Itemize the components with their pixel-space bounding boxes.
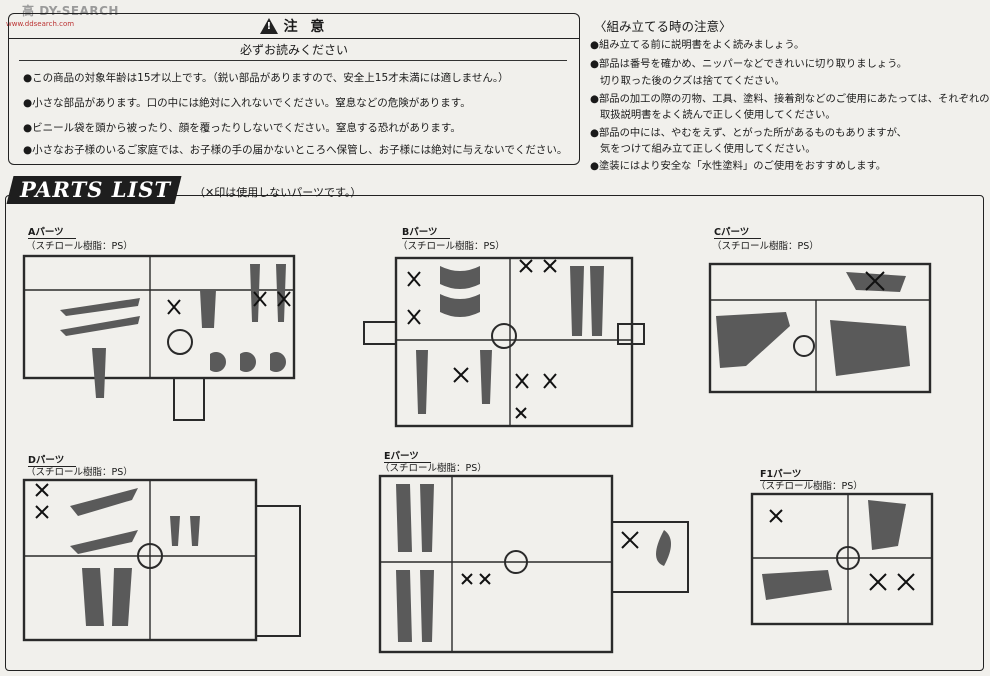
runner-d-material: （スチロール樹脂：PS）: [26, 467, 133, 478]
runner-a-material: （スチロール樹脂：PS）: [26, 241, 133, 252]
parts-list-note: （✕印は使用しないパーツです。）: [194, 186, 362, 199]
caution-item: ●この商品の対象年齢は15才以上です。（鋭い部品がありますので、安全上15才未満…: [23, 72, 509, 84]
assembly-note: ●部品は番号を確かめ、ニッパーなどできれいに切り取りましょう。: [590, 58, 908, 70]
runner-e-material: （スチロール樹脂：PS）: [380, 463, 487, 474]
assembly-note: 取扱説明書をよく読んで正しく使用してください。: [600, 109, 836, 121]
assembly-note: 切り取った後のクズは捨ててください。: [600, 75, 785, 87]
runner-c-material: （スチロール樹脂：PS）: [712, 241, 819, 252]
runner-b-label: Bパーツ: [402, 224, 450, 239]
runner-c-diagram: [708, 262, 932, 394]
warning-icon: !: [259, 18, 278, 34]
assembly-note: ●部品の中には、やむをえず、とがった所があるものもありますが、: [590, 127, 907, 139]
runner-b-material: （スチロール樹脂：PS）: [398, 241, 505, 252]
caution-header: ! 注 意: [9, 14, 579, 39]
caution-item: ●ビニール袋を頭から被ったり、顔を覆ったりしないでください。窒息する恐れがありま…: [23, 122, 461, 134]
caution-box: ! 注 意 必ずお読みください ●この商品の対象年齢は15才以上です。（鋭い部品…: [8, 13, 580, 165]
runner-a-label: Aパーツ: [28, 224, 76, 239]
caution-subtitle: 必ずお読みください: [239, 43, 348, 57]
runner-e-diagram: [378, 474, 689, 654]
assembly-note: 気をつけて組み立て正しく使用してください。: [600, 143, 816, 155]
caution-title: 注 意: [283, 19, 329, 35]
assembly-notes-title: 〈組み立てる時の注意〉: [594, 19, 732, 34]
assembly-note: ●組み立てる前に説明書をよく読みましょう。: [590, 39, 805, 51]
parts-list-frame: [5, 195, 984, 671]
watermark-site: www.ddsearch.com: [6, 20, 75, 28]
runner-f1-diagram: [750, 492, 934, 626]
caution-item: ●小さな部品があります。口の中には絶対に入れないでください。窒息などの危険があり…: [23, 97, 471, 109]
divider: [19, 60, 567, 61]
runner-d-label: Dパーツ: [28, 452, 77, 467]
runner-f1-material: （スチロール樹脂：PS）: [756, 481, 863, 492]
runner-f1-label: F1パーツ: [760, 466, 814, 481]
runner-d-diagram: [22, 478, 301, 642]
runner-c-label: Cパーツ: [714, 224, 762, 239]
caution-item: ●小さなお子様のいるご家庭では、お子様の手の届かないところへ保管し、お子様には絶…: [23, 144, 568, 156]
assembly-note: ●塗装にはより安全な「水性塗料」のご使用をおすすめします。: [590, 160, 887, 172]
watermark-brand: 高 DY-SEARCH: [22, 4, 119, 18]
runner-b-diagram: [363, 256, 645, 428]
runner-a-diagram: [22, 254, 296, 421]
runner-e-label: Eパーツ: [384, 448, 431, 463]
parts-list-title: PARTS LIST: [20, 177, 172, 202]
assembly-note: ●部品の加工の際の刃物、工具、塗料、接着剤などのご使用にあたっては、それぞれの: [590, 93, 990, 105]
